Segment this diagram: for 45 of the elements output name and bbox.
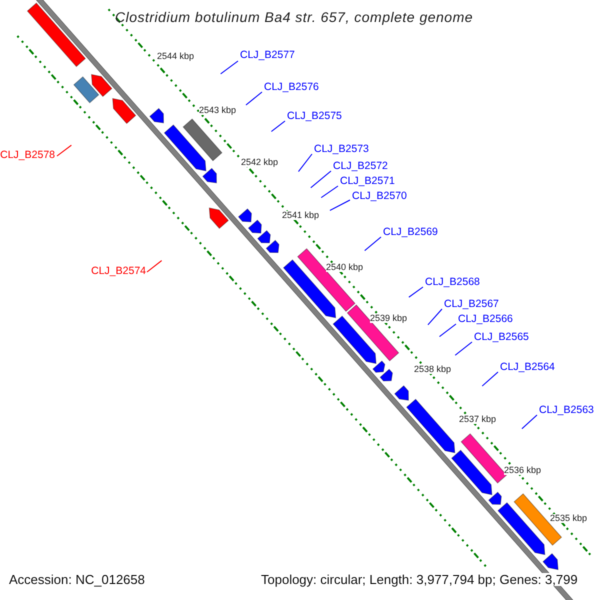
gene-label: CLJ_B2577: [240, 50, 295, 60]
leader-line: [454, 342, 472, 356]
gene-label: CLJ_B2569: [383, 227, 438, 238]
title: Clostridium botulinum Ba4 str. 657, complete genome: [115, 10, 474, 24]
leader-line: [427, 308, 442, 326]
leader-line: [329, 200, 350, 211]
genome-stats-text: Topology: circular; Length: 3,977,794 bp; Genes: 3,799: [261, 573, 578, 586]
gene-label: CLJ_B2568: [425, 277, 480, 288]
leader-line: [320, 186, 338, 198]
leader-line: [521, 414, 538, 430]
leader-line: [220, 60, 238, 74]
leader-line: [298, 154, 312, 172]
scale-label: 2542 kbp: [241, 158, 278, 167]
leader-line: [245, 92, 262, 106]
scale-label: 2538 kbp: [414, 365, 452, 374]
gene-label: CLJ_B2567: [444, 299, 499, 310]
gene-label: CLJ_B2572: [333, 161, 388, 172]
leader-line: [310, 170, 332, 188]
leader-line: [270, 120, 286, 132]
leader-line: [438, 324, 456, 338]
gene-label: CLJ_B2573: [314, 144, 369, 154]
gene-label: CLJ_B2575: [287, 111, 342, 122]
scale-label: 2543 kbp: [199, 106, 236, 115]
gene-label: CLJ_B2566: [458, 314, 513, 324]
leader-line: [56, 144, 72, 156]
gene-label: CLJ_B2578: [0, 150, 55, 160]
gene-label: CLJ_B2563: [539, 405, 594, 416]
scale-label: 2536 kbp: [504, 466, 542, 475]
scale-label: 2541 kbp: [282, 211, 320, 220]
leader-line: [482, 372, 498, 387]
leader-line: [146, 260, 162, 272]
scale-label: 2537 kbp: [459, 415, 496, 424]
scale-label: 2544 kbp: [157, 52, 194, 61]
leader-line: [364, 236, 382, 252]
accession-text: Accession: NC_012658: [9, 573, 145, 586]
scale-label: 2535 kbp: [550, 514, 588, 523]
gene-label: CLJ_B2571: [340, 176, 395, 186]
gene-label: CLJ_B2570: [352, 191, 407, 202]
leader-line: [408, 286, 424, 298]
gene-label: CLJ_B2564: [500, 362, 555, 372]
gene-label: CLJ_B2565: [474, 332, 529, 342]
gene-label: CLJ_B2574: [91, 266, 146, 276]
scale-label: 2539 kbp: [370, 314, 408, 323]
scale-label: 2540 kbp: [326, 263, 364, 272]
gene-label: CLJ_B2576: [264, 82, 319, 92]
